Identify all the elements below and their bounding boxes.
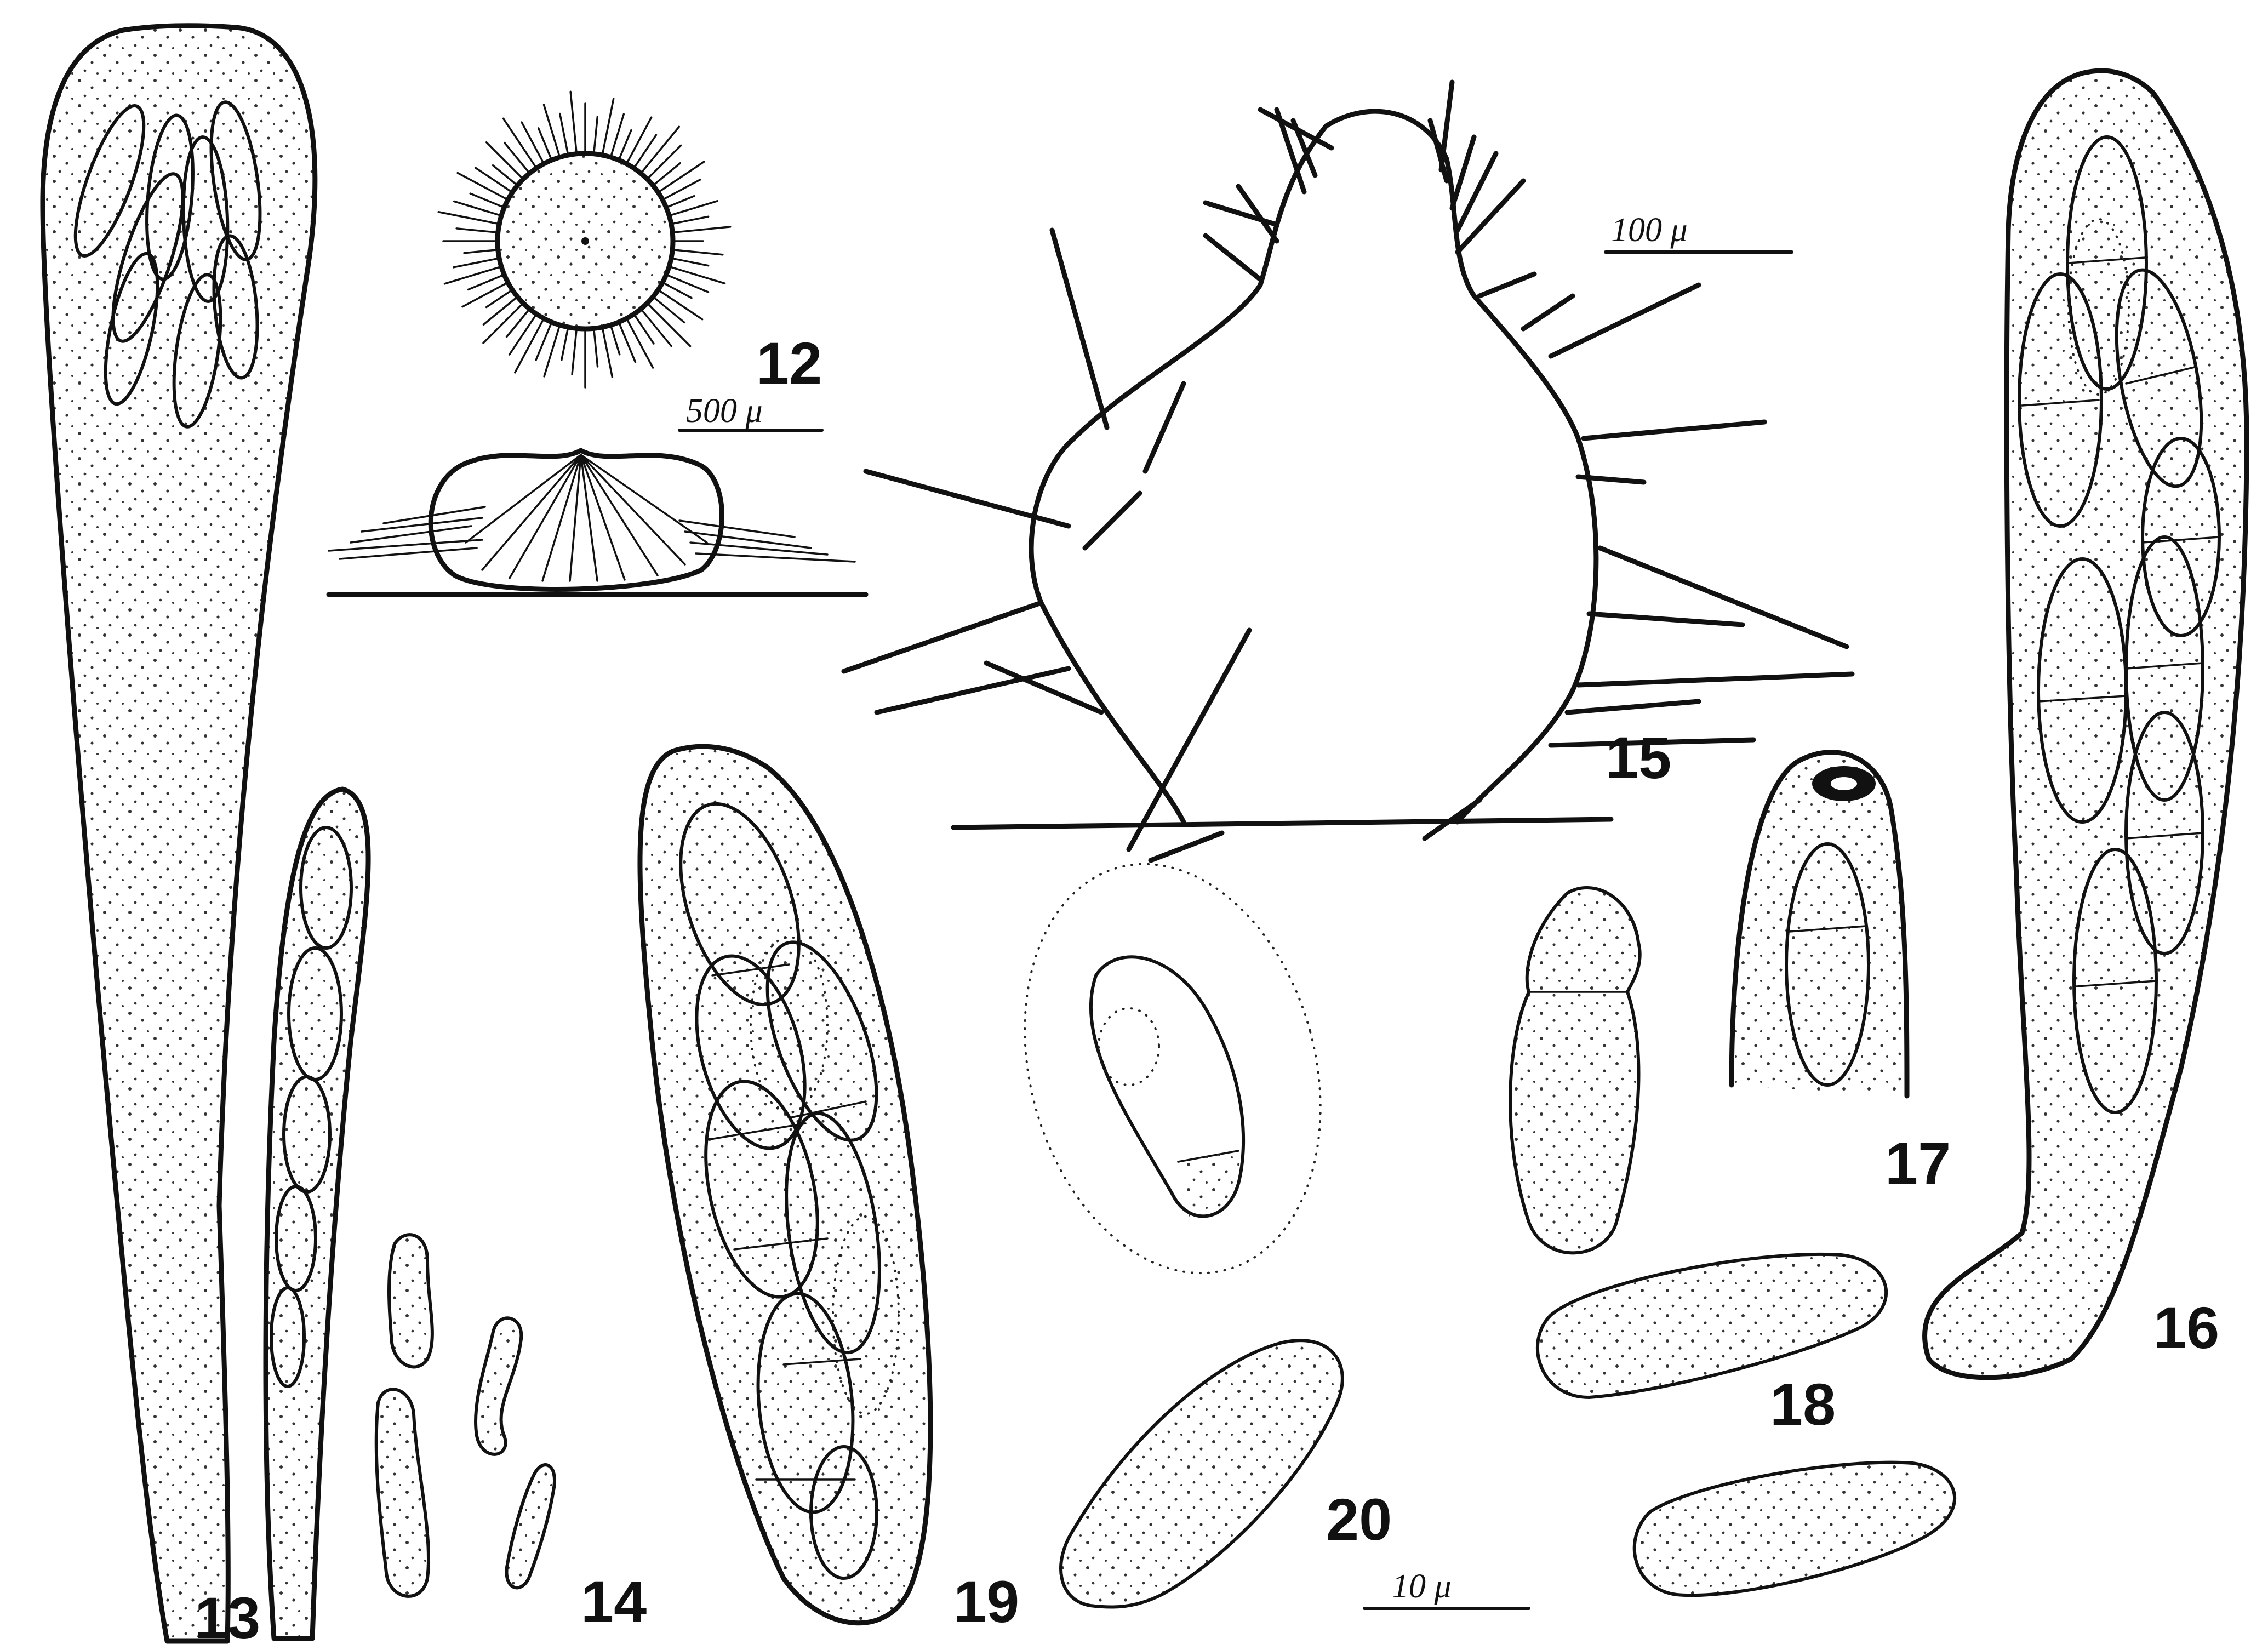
figure-12-hair: [483, 297, 517, 325]
figure-17-ascus-tip: 17: [1732, 752, 1951, 1196]
figure-label-16: 16: [2153, 1294, 2219, 1361]
figure-12-hair: [464, 250, 498, 253]
figure-15-substrate-line: [953, 819, 1611, 827]
figure-12-hair: [454, 258, 499, 267]
figure-15-perithecium: 15 100 μ: [844, 82, 1852, 860]
figure-label-19: 19: [953, 1568, 1019, 1635]
figure-12-hair: [666, 196, 694, 208]
figure-label-15: 15: [1606, 724, 1671, 791]
figure-13-narrow-ascus: [266, 789, 368, 1638]
figure-12-hair: [487, 142, 523, 179]
scale-bar-500-label: 500 μ: [686, 392, 763, 430]
figure-19-ascus: 19: [640, 746, 1019, 1635]
figure-12-hair: [476, 168, 512, 192]
figure-12-hair: [672, 227, 730, 232]
figure-12-hair: [456, 229, 498, 232]
figure-label-17: 17: [1885, 1130, 1951, 1196]
figure-16-ascus: 16: [1925, 71, 2247, 1378]
figure-12-hair: [658, 290, 702, 319]
figure-12-hair: [626, 318, 653, 368]
figure-15-setae: [844, 82, 1852, 860]
figure-12-hair: [602, 327, 612, 377]
figure-20-spores: 20 10 μ: [981, 831, 1529, 1608]
figure-12-ostiole: [581, 237, 589, 245]
figure-label-14: 14: [581, 1568, 647, 1635]
figure-12-hair: [641, 309, 672, 346]
figure-12-hair: [594, 328, 598, 367]
scale-bar-100-label: 100 μ: [1611, 212, 1688, 249]
figure-12-hair: [634, 135, 656, 168]
figure-label-13: 13: [195, 1585, 260, 1650]
figure-12-hair: [560, 114, 568, 156]
figure-12-hair: [458, 173, 508, 200]
figure-12-hair: [669, 266, 724, 283]
figure-12-hair: [647, 145, 681, 179]
figure-12-hair: [626, 117, 651, 164]
scale-bar-10-label: 10 μ: [1392, 1568, 1452, 1605]
figure-12-hair: [505, 143, 530, 174]
figure-12-hair: [462, 282, 508, 306]
figure-20-gelatinous-sheath: [981, 831, 1364, 1307]
figure-label-12: 12: [756, 330, 822, 396]
figure-12-hair: [653, 163, 680, 186]
figure-12-hair: [610, 325, 619, 355]
figure-12-hair: [438, 212, 499, 224]
figure-12-hair: [653, 297, 684, 323]
figure-12-perithecium: 12 500 μ: [329, 92, 866, 595]
figure-12-hair: [562, 327, 568, 360]
figure-12-hair: [619, 322, 635, 362]
figure-label-20: 20: [1326, 1486, 1392, 1552]
figure-12-hair: [507, 309, 530, 337]
figure-12-hair: [445, 266, 501, 283]
figure-12-hair: [570, 92, 576, 153]
figure-12-hair: [510, 314, 536, 355]
figure-12-hair: [594, 117, 598, 154]
figure-12-hair: [572, 328, 576, 374]
figure-12-hair: [619, 130, 631, 161]
figure-14-spores: 14: [376, 1235, 647, 1635]
figure-12-hair: [672, 250, 723, 255]
figure-12-hair: [671, 258, 709, 265]
figure-12-hair: [522, 122, 544, 164]
figure-label-18: 18: [1770, 1371, 1836, 1437]
figure-12-section: [329, 450, 866, 595]
figure-12-hair: [602, 99, 613, 155]
figure-12-hair: [671, 216, 709, 224]
figure-12-hair: [515, 318, 544, 373]
figure-15-body-outline: [1031, 111, 1596, 822]
figure-12-hair: [658, 162, 704, 192]
